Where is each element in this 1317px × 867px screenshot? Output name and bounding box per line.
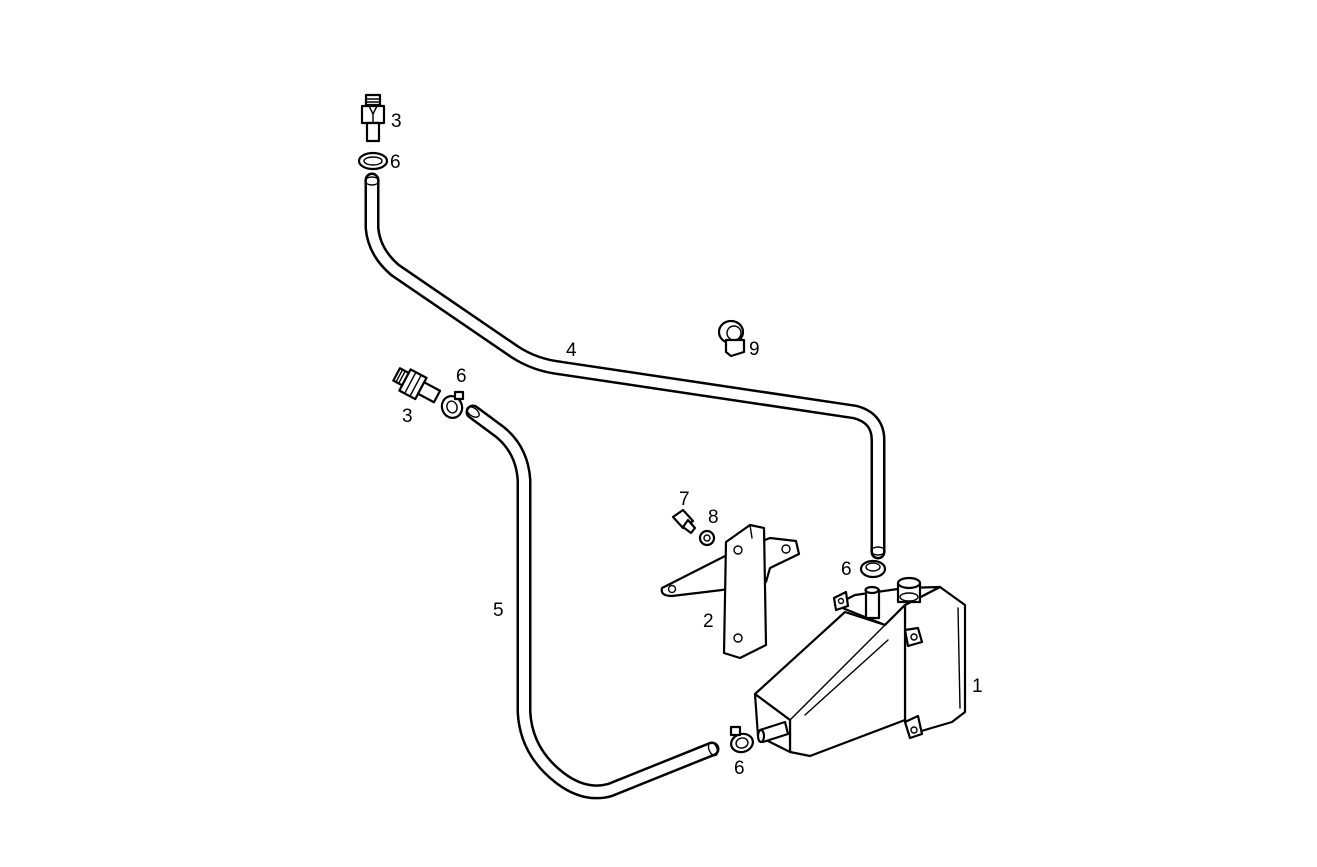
callout-clamp-tank: 6 <box>841 559 852 580</box>
callout-clamp-left: 6 <box>456 366 467 387</box>
callout-lower-hose: 5 <box>493 600 504 621</box>
expansion-tank <box>753 576 967 758</box>
sender-left <box>392 367 442 404</box>
clamp-top <box>357 151 389 171</box>
callout-bolt: 7 <box>679 489 690 510</box>
callout-sensor-left: 3 <box>402 406 413 427</box>
callout-clamp-top: 6 <box>390 152 401 173</box>
callout-labels: 1 2 3 3 4 5 6 6 6 6 7 8 9 <box>390 111 983 779</box>
lower-hose <box>465 404 720 800</box>
bolt <box>671 508 697 535</box>
callout-tank: 1 <box>972 676 983 697</box>
callout-washer: 8 <box>708 507 719 528</box>
upper-hose <box>364 172 886 560</box>
mounting-bracket <box>660 523 801 660</box>
clamp-left <box>440 390 465 419</box>
sender-top <box>360 93 386 143</box>
callout-sensor-top: 3 <box>391 111 402 132</box>
grommet <box>717 319 746 358</box>
callout-upper-hose: 4 <box>566 340 577 361</box>
clamp-bottom <box>729 725 754 754</box>
callout-bracket: 2 <box>703 611 714 632</box>
callout-grommet: 9 <box>749 339 760 360</box>
washer <box>698 529 716 547</box>
clamp-tank <box>859 559 887 579</box>
callout-clamp-bottom: 6 <box>734 758 745 779</box>
